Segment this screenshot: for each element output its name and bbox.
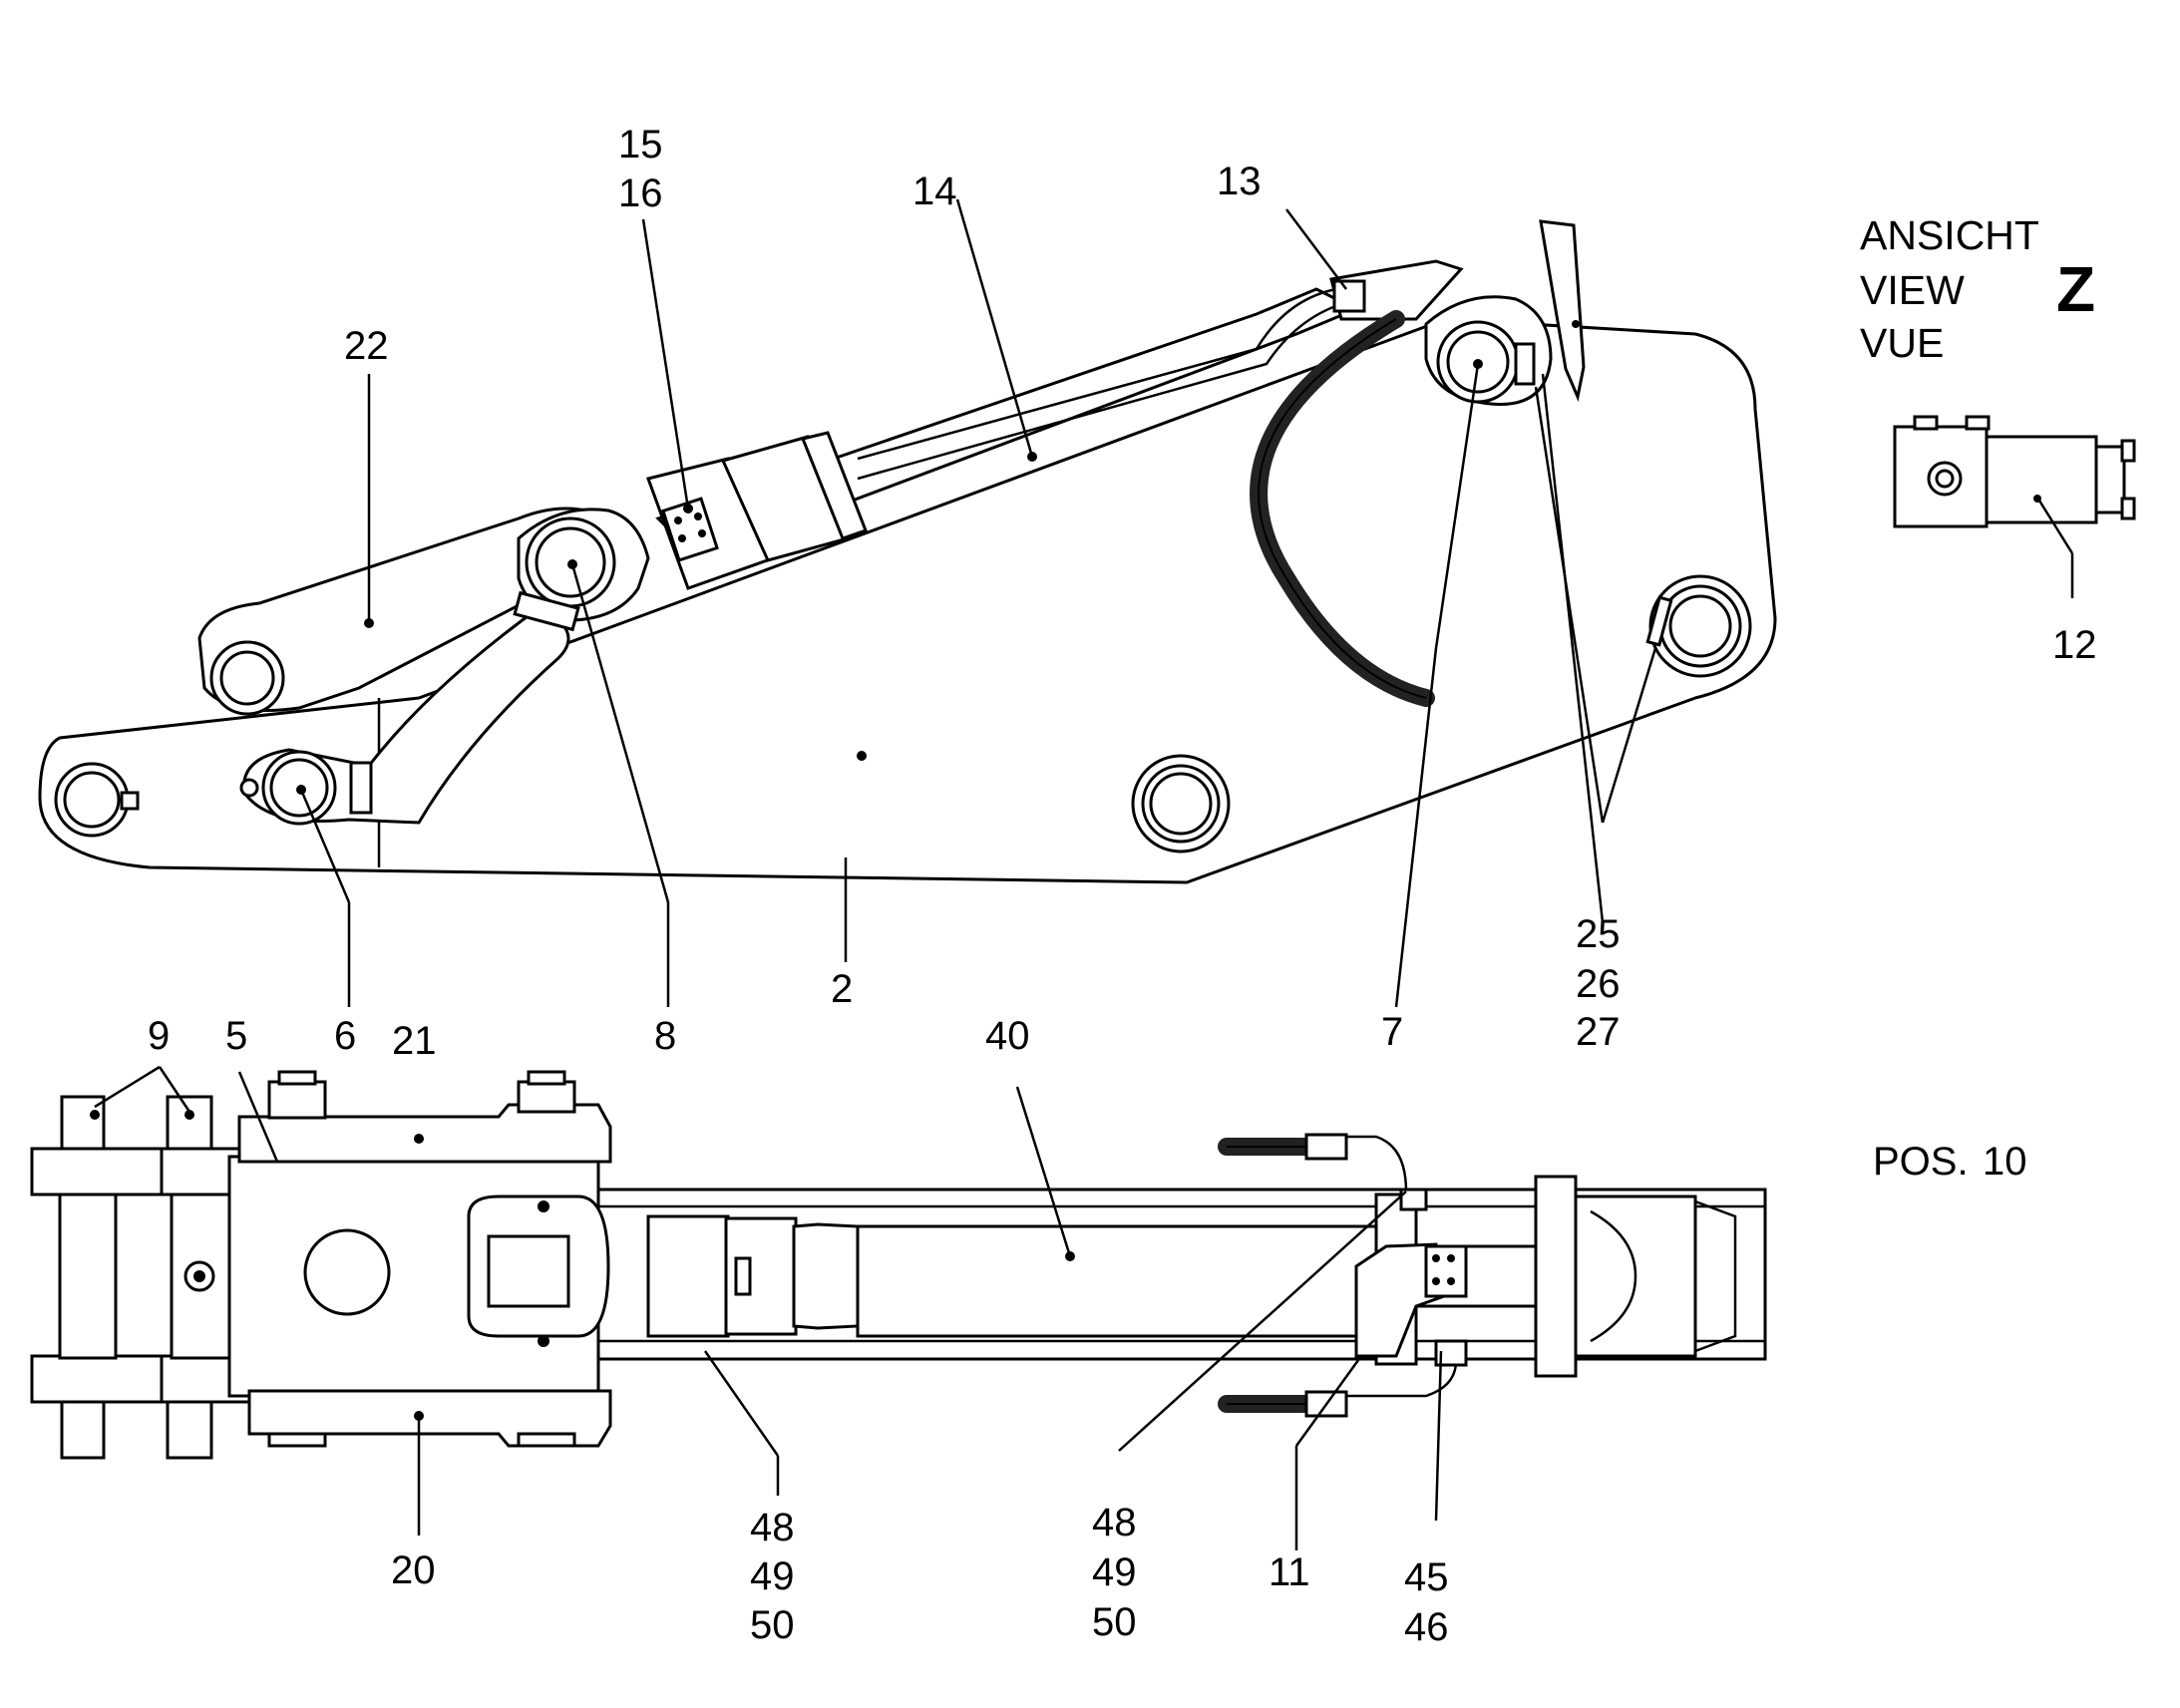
callout-8: 8 (654, 1014, 676, 1058)
callout-46: 46 (1404, 1605, 1449, 1649)
callout-50a: 50 (750, 1603, 795, 1647)
cylinder-40 (646, 1214, 730, 1338)
callout-7: 7 (1381, 1010, 1403, 1054)
callout-14: 14 (912, 170, 957, 213)
view-z-arrow (1539, 219, 1586, 403)
boom-top-view (30, 1070, 1767, 1460)
callout-labels: 15 16 14 13 22 12 25 26 27 2 6 8 7 9 5 2… (148, 123, 2097, 1649)
callout-21: 21 (392, 1019, 437, 1063)
pos-prefix: POS. (1873, 1140, 1969, 1184)
callout-40: 40 (985, 1014, 1030, 1058)
view-z-line1: ANSICHT (1860, 212, 2039, 258)
pos-number: 10 (1983, 1140, 2027, 1184)
boom-side-view (38, 219, 1777, 884)
callout-16: 16 (618, 171, 663, 215)
callout-26: 26 (1576, 962, 1621, 1006)
callout-11: 11 (1269, 1550, 1310, 1594)
view-z-letter: Z (2056, 253, 2095, 325)
leader-dots (90, 320, 1580, 1421)
callout-2: 2 (831, 967, 853, 1011)
callout-20: 20 (391, 1548, 436, 1592)
callout-12: 12 (2052, 623, 2097, 667)
callout-50b: 50 (1092, 1600, 1137, 1644)
plate-21 (237, 1103, 612, 1164)
view-z-line3: VUE (1860, 320, 1944, 366)
callout-27: 27 (1576, 1010, 1621, 1054)
callout-22: 22 (344, 324, 389, 368)
callout-25: 25 (1576, 912, 1621, 956)
callout-5: 5 (225, 1014, 247, 1058)
position-label: POS. 10 (1873, 1140, 2027, 1184)
callout-49a: 49 (750, 1554, 795, 1598)
callout-9: 9 (148, 1014, 170, 1058)
callout-45: 45 (1404, 1555, 1449, 1599)
callout-48a: 48 (750, 1506, 795, 1549)
view-z-detail (1893, 415, 2136, 528)
view-z-heading: ANSICHT VIEW VUE Z (1860, 212, 2095, 366)
leader-lines (94, 198, 2074, 1550)
callout-6: 6 (334, 1014, 356, 1058)
callout-15: 15 (618, 123, 663, 167)
callout-13: 13 (1217, 160, 1262, 203)
view-z-line2: VIEW (1860, 267, 1965, 313)
callout-49b: 49 (1092, 1550, 1137, 1594)
callout-48b: 48 (1092, 1501, 1137, 1544)
